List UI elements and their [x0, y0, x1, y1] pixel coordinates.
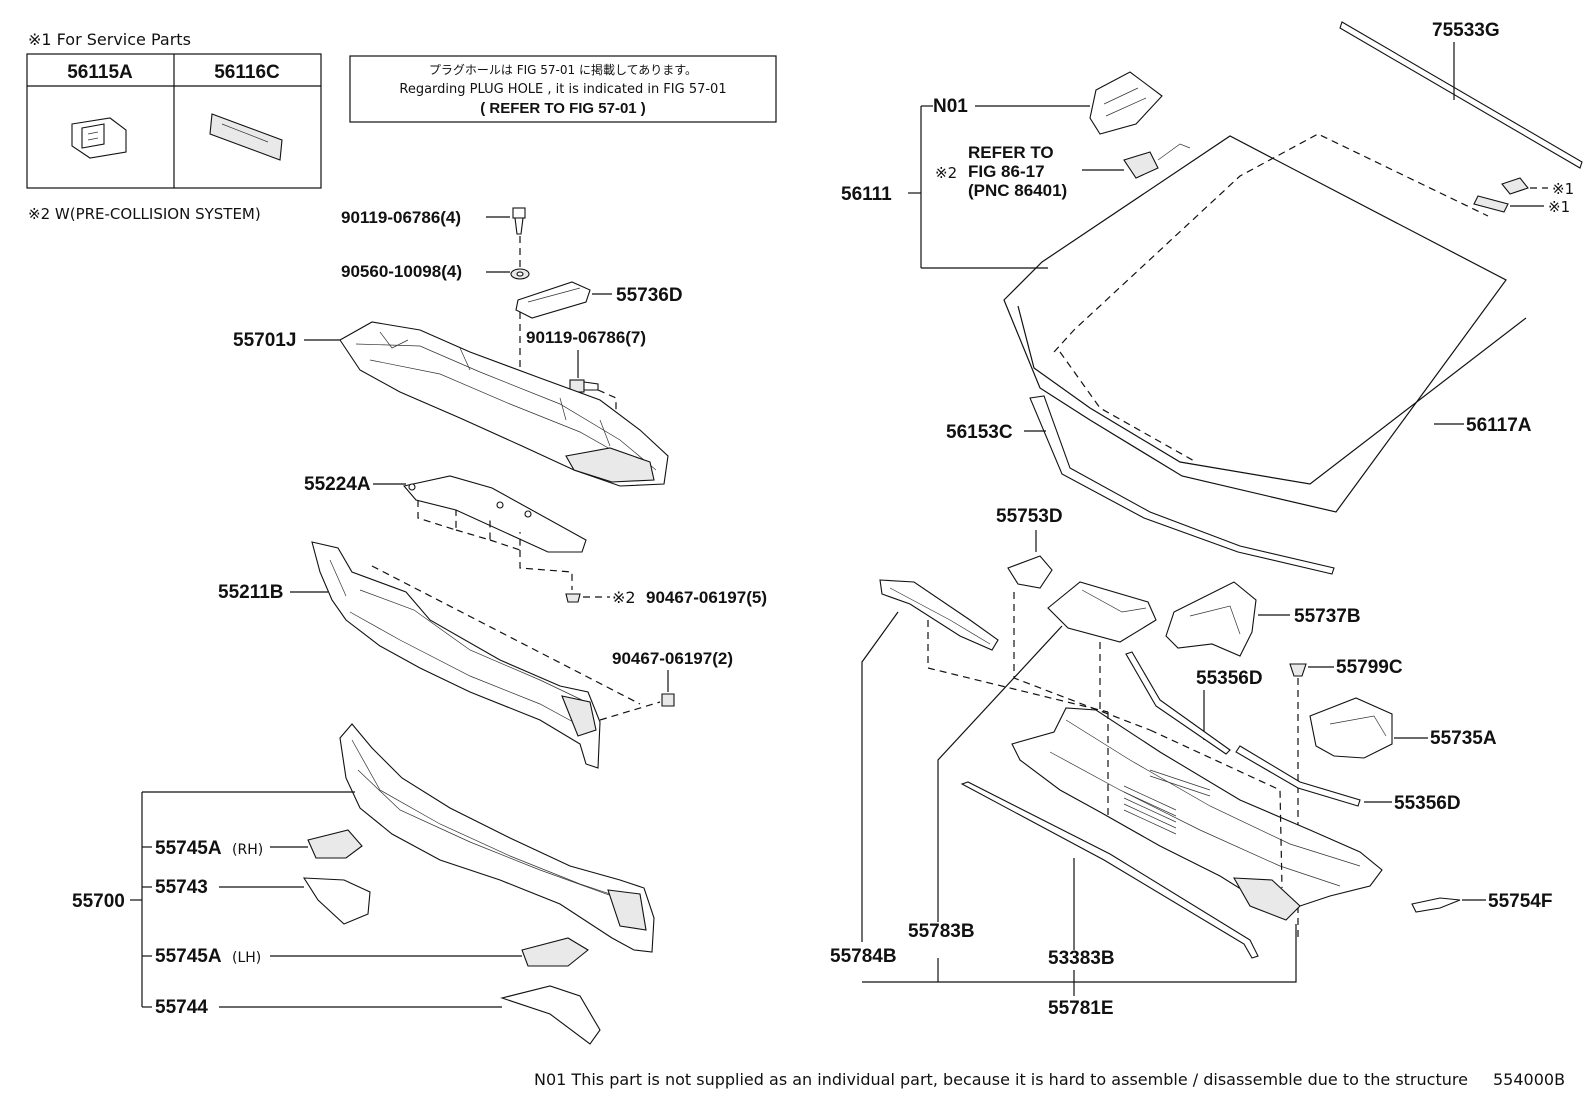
mark1-a: ※1 [1552, 180, 1574, 198]
label-55700: 55700 [72, 891, 125, 912]
bracket-55736D [515, 281, 591, 319]
label-55754F: 55754F [1488, 891, 1552, 912]
label-56153C: 56153C [946, 422, 1013, 443]
bracket-55737B [1165, 581, 1257, 657]
label-55784B: 55784B [830, 946, 897, 967]
cowl-louver-main [1011, 707, 1383, 921]
label-90560-10098-4: 90560-10098(4) [341, 262, 462, 281]
bolt-icon-7 [569, 379, 599, 393]
mark2-clip: ※2 [612, 588, 636, 607]
plug-note-jp: プラグホールは FIG 57-01 に掲載してあります。 [429, 62, 697, 77]
bolt-icon [512, 207, 526, 235]
moulding-75533G [1339, 21, 1583, 169]
mirror-bracket-N01 [1089, 71, 1163, 135]
bracket-55753D [1007, 555, 1053, 589]
service-part-56116C: 56116C [214, 62, 280, 83]
label-55744: 55744 [155, 997, 208, 1018]
label-55701J: 55701J [233, 330, 296, 351]
label-55737B: 55737B [1294, 606, 1361, 627]
pre-collision-note: ※2 W(PRE-COLLISION SYSTEM) [28, 205, 261, 223]
louver-55784B [879, 579, 999, 651]
plug-note-ref: ( REFER TO FIG 57-01 ) [480, 100, 646, 117]
refer-to-line2: FIG 86-17 [968, 162, 1045, 181]
label-75533G: 75533G [1432, 20, 1500, 41]
label-55356D-b: 55356D [1394, 793, 1461, 814]
brace-55745A-rh [307, 829, 363, 859]
label-55799C: 55799C [1336, 657, 1403, 678]
label-lh: (LH) [232, 950, 261, 966]
brace-55745A-lh [521, 937, 589, 967]
louver-slots [1123, 769, 1211, 835]
label-55753D: 55753D [996, 506, 1063, 527]
service-parts-table: 56115A 56116C [26, 53, 322, 189]
label-55781E: 55781E [1048, 998, 1114, 1019]
service-parts-note: ※1 For Service Parts [28, 30, 191, 49]
figure-code: 554000B [1493, 1070, 1565, 1089]
label-56117A: 56117A [1466, 415, 1532, 436]
cowl-panel-55700 [339, 723, 655, 953]
clip-55799C [1289, 663, 1307, 677]
strip-part-56116C [209, 113, 283, 161]
reinforcement-55211B [311, 541, 601, 769]
label-55745A-lh: 55745A [155, 946, 222, 967]
label-55743: 55743 [155, 877, 208, 898]
footer-note: N01 This part is not supplied as an indi… [534, 1070, 1468, 1089]
plug-hole-note-box: プラグホールは FIG 57-01 に掲載してあります。 Regarding P… [349, 55, 777, 123]
label-55211B: 55211B [218, 582, 284, 603]
panel-55701J [339, 321, 669, 487]
label-90467-06197-2: 90467-06197(2) [612, 649, 733, 668]
label-53383B: 53383B [1048, 948, 1115, 969]
seal-53383B [960, 781, 1259, 959]
service-clip-mark [1473, 177, 1529, 213]
label-90119-06786-7: 90119-06786(7) [526, 328, 646, 347]
seal-55356D-lower [1235, 745, 1361, 807]
label-90467-06197-5: 90467-06197(5) [646, 588, 767, 607]
refer-to-line1: REFER TO [968, 143, 1054, 162]
label-55783B: 55783B [908, 921, 975, 942]
label-55736D: 55736D [616, 285, 683, 306]
bracket-55743 [302, 877, 371, 925]
refer-to-line3: (PNC 86401) [968, 181, 1067, 200]
label-90119-06786-4: 90119-06786(4) [341, 208, 461, 227]
label-56111: 56111 [841, 184, 892, 205]
label-N01: N01 [933, 96, 968, 117]
label-55224A: 55224A [304, 474, 371, 495]
bracket-55735A [1309, 697, 1393, 759]
sensor-cover-icon [1123, 143, 1191, 179]
washer-icon [510, 268, 530, 280]
label-55356D-a: 55356D [1196, 668, 1263, 689]
clip-55754F [1411, 897, 1461, 913]
plug-note-en: Regarding PLUG HOLE , it is indicated in… [399, 82, 726, 97]
clip-icon-2 [661, 693, 675, 707]
clip-part-56115A [71, 117, 127, 159]
bracket-55744 [500, 985, 601, 1045]
cover-55224A [402, 475, 587, 553]
dam-56153C [1029, 395, 1335, 575]
clip-icon-5 [565, 593, 581, 603]
windshield-glass [1003, 133, 1527, 513]
label-55745A-rh: 55745A [155, 838, 222, 859]
service-part-56115A: 56115A [67, 62, 133, 83]
mark1-b: ※1 [1548, 198, 1570, 216]
label-rh: (RH) [232, 842, 263, 858]
mark2-camera: ※2 [935, 164, 957, 182]
seal-55356D-upper [1125, 651, 1231, 755]
seal-55783B [1047, 581, 1157, 643]
label-55735A: 55735A [1430, 728, 1497, 749]
